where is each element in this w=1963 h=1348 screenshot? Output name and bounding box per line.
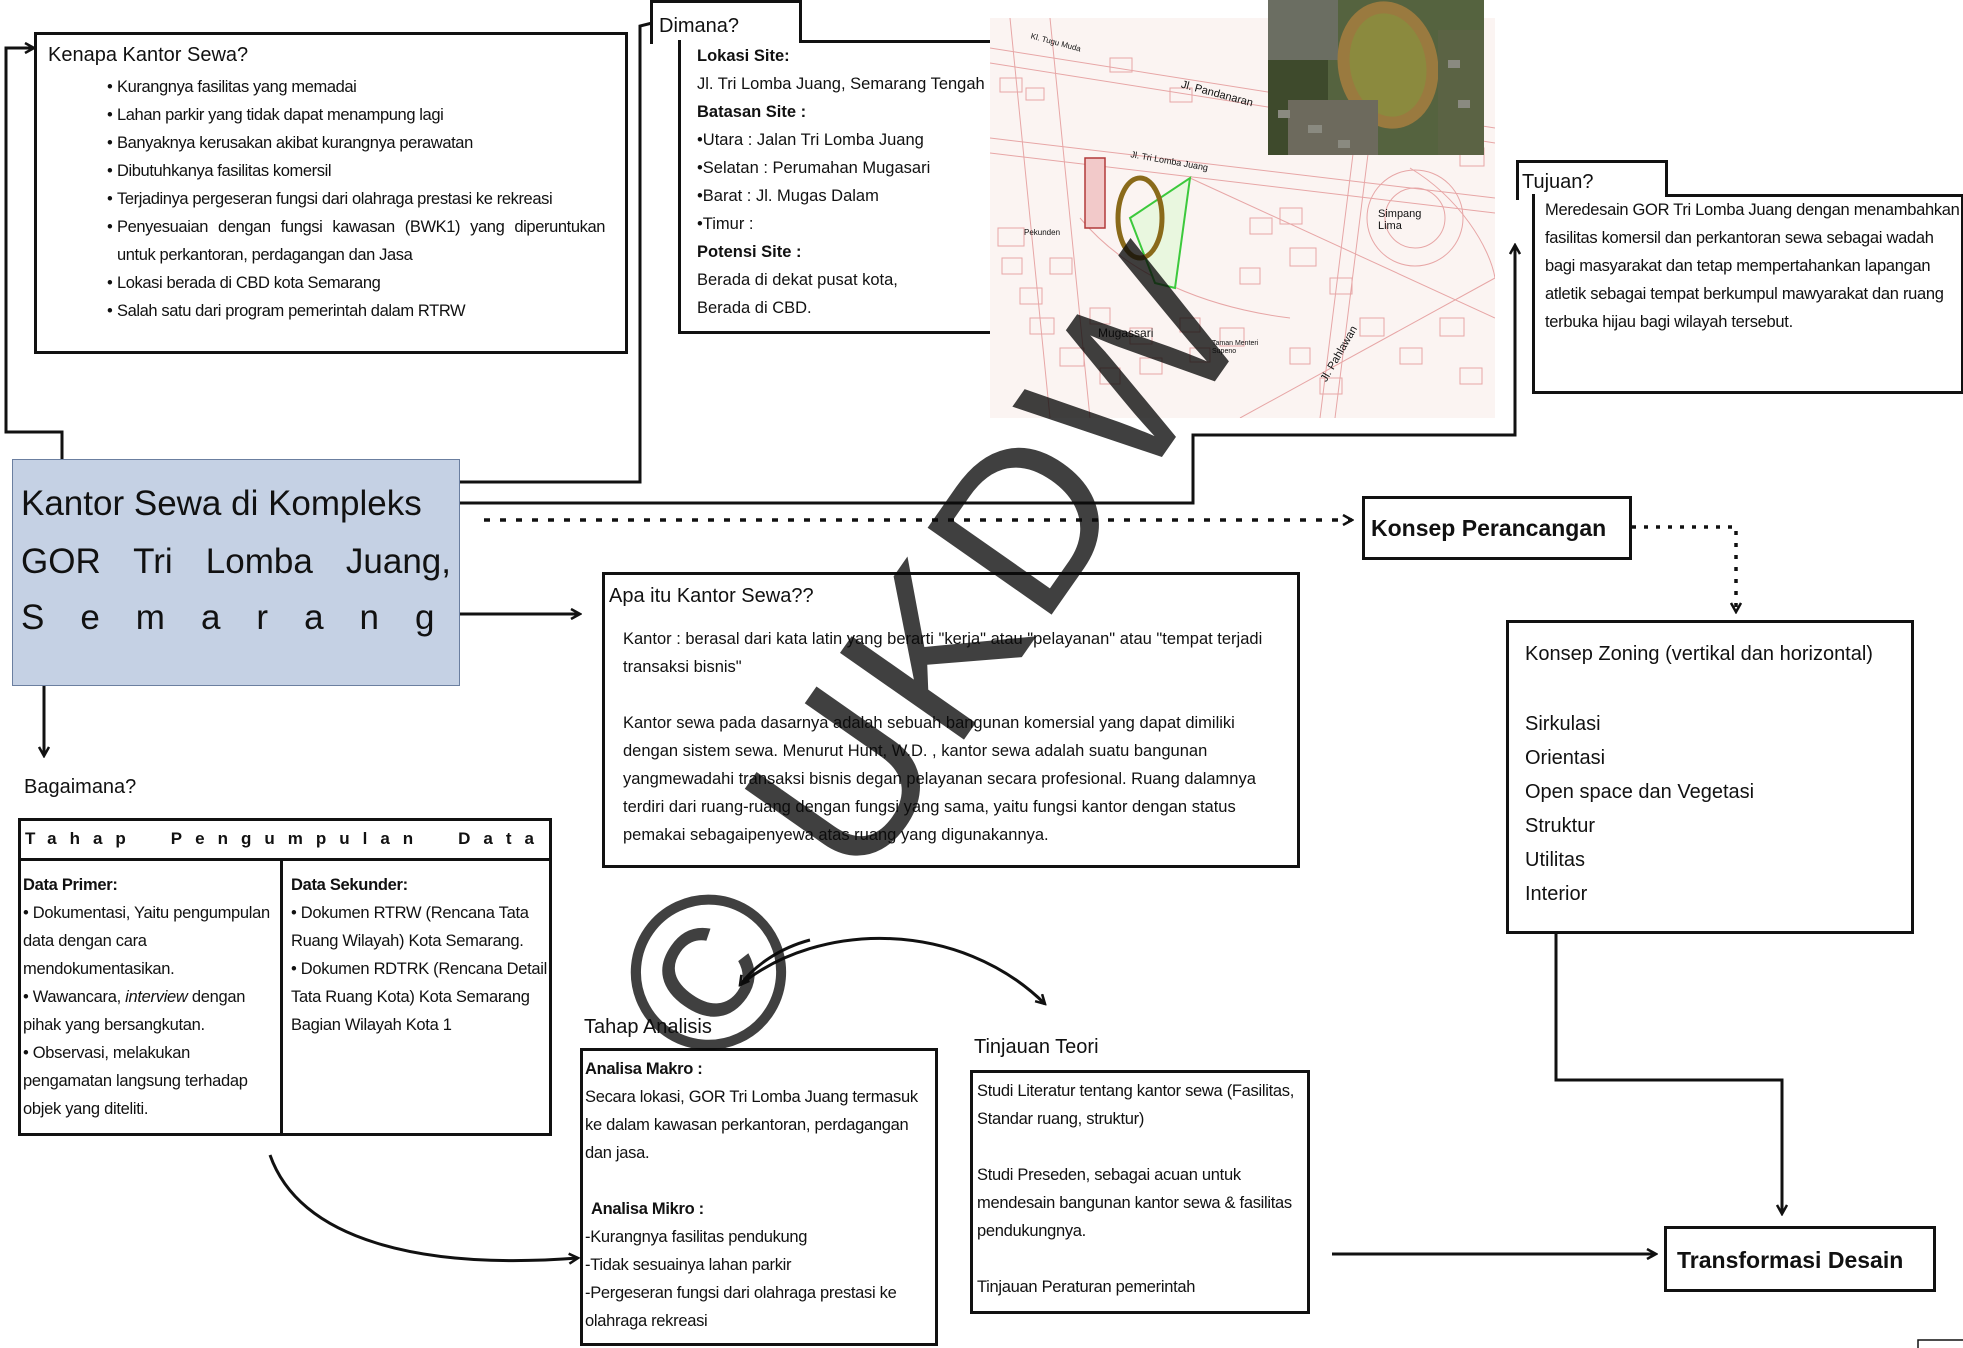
stadium-track (1115, 175, 1165, 261)
why-title: Kenapa Kantor Sewa? (48, 44, 249, 66)
arrow-to-zoning (1632, 525, 1736, 612)
list-item: Struktur (1525, 815, 1596, 837)
zoning-list: Sirkulasi Orientasi Open space dan Veget… (1525, 707, 1754, 911)
what-para-1: Kantor : berasal dari kata latin yang be… (623, 630, 1263, 676)
micro-label: Analisa Mikro : (591, 1200, 704, 1218)
transform-box: Transformasi Desain (1664, 1226, 1936, 1292)
batasan-item: •Timur : (697, 215, 754, 233)
how-header-text: Tahap Pengumpulan Data (25, 829, 547, 848)
satellite-photo (1268, 0, 1484, 155)
list-item: Kurangnya fasilitas yang memadai (107, 73, 605, 101)
arrow-analysis-theory-back (740, 938, 811, 985)
goal-text: Meredesain GOR Tri Lomba Juang dengan me… (1545, 201, 1960, 331)
list-item: -Pergeseran fungsi dari olahraga prestas… (585, 1284, 897, 1330)
concept-box: Konsep Perancangan (1362, 496, 1632, 560)
macro-label: Analisa Makro : (585, 1060, 703, 1078)
list-item: Interior (1525, 883, 1588, 905)
list-item: Terjadinya pergeseran fungsi dari olahra… (107, 185, 605, 213)
arrow-how-to-analysis (268, 1154, 578, 1261)
analysis-box: Analisa Makro : Secara lokasi, GOR Tri L… (580, 1048, 938, 1346)
lokasi-value: Jl. Tri Lomba Juang, Semarang Tengah (697, 75, 985, 93)
theory-para-2: Studi Preseden, sebagai acuan untuk mend… (977, 1166, 1292, 1240)
how-header: Tahap Pengumpulan Data (18, 818, 552, 862)
secondary-column: Data Sekunder: • Dokumen RTRW (Rencana T… (291, 871, 549, 1039)
list-item: Orientasi (1525, 747, 1606, 769)
zoning-box: Konsep Zoning (vertikal dan horizontal) … (1506, 620, 1914, 934)
potensi-line: Berada di dekat pusat kota, (697, 271, 898, 289)
theory-para-3: Tinjauan Peraturan pemerintah (977, 1278, 1196, 1296)
arrow-zoning-to-transform (1554, 930, 1782, 1214)
zoning-title: Konsep Zoning (vertikal dan horizontal) (1525, 643, 1873, 665)
main-title-line-2: GOR Tri Lomba Juang, (21, 542, 451, 581)
where-tab: Dimana? (650, 0, 802, 44)
where-box: Lokasi Site: Jl. Tri Lomba Juang, Semara… (678, 40, 1024, 334)
list-item: Lokasi berada di CBD kota Semarang (107, 269, 605, 297)
map-label: Pekunden (1024, 228, 1061, 237)
analysis-title: Tahap Analisis (584, 1016, 712, 1038)
goal-tab: Tujuan? (1516, 160, 1668, 200)
how-table: Data Primer: • Dokumentasi, Yaitu pengum… (18, 858, 552, 1136)
main-title-box: Kantor Sewa di Kompleks GOR Tri Lomba Ju… (12, 459, 460, 686)
secondary-label: Data Sekunder: (291, 876, 408, 894)
lokasi-label: Lokasi Site: (697, 47, 790, 65)
list-item: -Kurangnya fasilitas pendukung (585, 1228, 808, 1246)
potensi-label: Potensi Site : (697, 243, 802, 261)
list-item: • Dokumen RDTRK (Rencana Detail Tata Rua… (291, 960, 547, 1034)
satellite-drawing (1268, 0, 1484, 155)
list-item: Lahan parkir yang tidak dapat menampung … (107, 101, 605, 129)
batasan-item: •Barat : Jl. Mugas Dalam (697, 187, 879, 205)
list-item: Utilitas (1525, 849, 1586, 871)
list-item: • Observasi, melakukan pengamatan langsu… (23, 1044, 248, 1118)
list-item: Salah satu dari program pemerintah dalam… (107, 297, 605, 325)
batasan-item: •Utara : Jalan Tri Lomba Juang (697, 131, 924, 149)
list-item: • Dokumen RTRW (Rencana Tata Ruang Wilay… (291, 904, 529, 950)
transform-label: Transformasi Desain (1677, 1247, 1904, 1273)
why-box: Kenapa Kantor Sewa? Kurangnya fasilitas … (34, 32, 628, 354)
list-item: Penyesuaian dengan fungsi kawasan (BWK1)… (107, 213, 605, 269)
list-item: Banyaknya kerusakan akibat kurangnya per… (107, 129, 605, 157)
primary-column: Data Primer: • Dokumentasi, Yaitu pengum… (23, 871, 278, 1123)
list-item: Dibutuhkanya fasilitas komersil (107, 157, 605, 185)
potensi-line: Berada di CBD. (697, 299, 812, 317)
batasan-item: •Selatan : Perumahan Mugasari (697, 159, 931, 177)
batasan-label: Batasan Site : (697, 103, 807, 121)
main-title-line-1: Kantor Sewa di Kompleks (21, 484, 422, 523)
list-item: • Dokumentasi, Yaitu pengumpulan data de… (23, 904, 270, 978)
concept-label: Konsep Perancangan (1371, 515, 1607, 541)
theory-box: Studi Literatur tentang kantor sewa (Fas… (970, 1070, 1310, 1314)
where-title: Dimana? (659, 15, 740, 37)
site-map-drawing (990, 18, 1495, 418)
map-label: Simpang Lima (1378, 208, 1422, 232)
why-list: Kurangnya fasilitas yang memadai Lahan p… (107, 73, 605, 325)
primary-label: Data Primer: (23, 876, 118, 894)
stadium-stand (1084, 157, 1106, 229)
goal-box: Meredesain GOR Tri Lomba Juang dengan me… (1532, 194, 1963, 394)
what-para-2: Kantor sewa pada dasarnya adalah sebuah … (623, 714, 1256, 844)
list-item: Open space dan Vegetasi (1525, 781, 1755, 803)
site-map: Jl. Pandanaran Jl. Tri Lomba Juang Simpa… (990, 18, 1495, 418)
main-title-line-3: Semarang (21, 598, 471, 637)
arrow-analysis-theory (739, 936, 1045, 1004)
list-item: • Wawancara, interview dengan pihak yang… (23, 988, 246, 1034)
map-label: Mugassari (1098, 326, 1154, 340)
what-title: Apa itu Kantor Sewa?? (609, 585, 814, 607)
macro-text: Secara lokasi, GOR Tri Lomba Juang terma… (585, 1088, 918, 1162)
list-item: -Tidak sesuainya lahan parkir (585, 1256, 792, 1274)
theory-para-1: Studi Literatur tentang kantor sewa (Fas… (977, 1082, 1294, 1128)
list-item: Sirkulasi (1525, 713, 1601, 735)
how-title: Bagaimana? (24, 776, 137, 798)
theory-title: Tinjauan Teori (974, 1036, 1099, 1058)
goal-title: Tujuan? (1522, 171, 1594, 193)
what-box: Apa itu Kantor Sewa?? Kantor : berasal d… (602, 572, 1300, 868)
map-label: Taman Menteri Supeno (1212, 340, 1259, 355)
